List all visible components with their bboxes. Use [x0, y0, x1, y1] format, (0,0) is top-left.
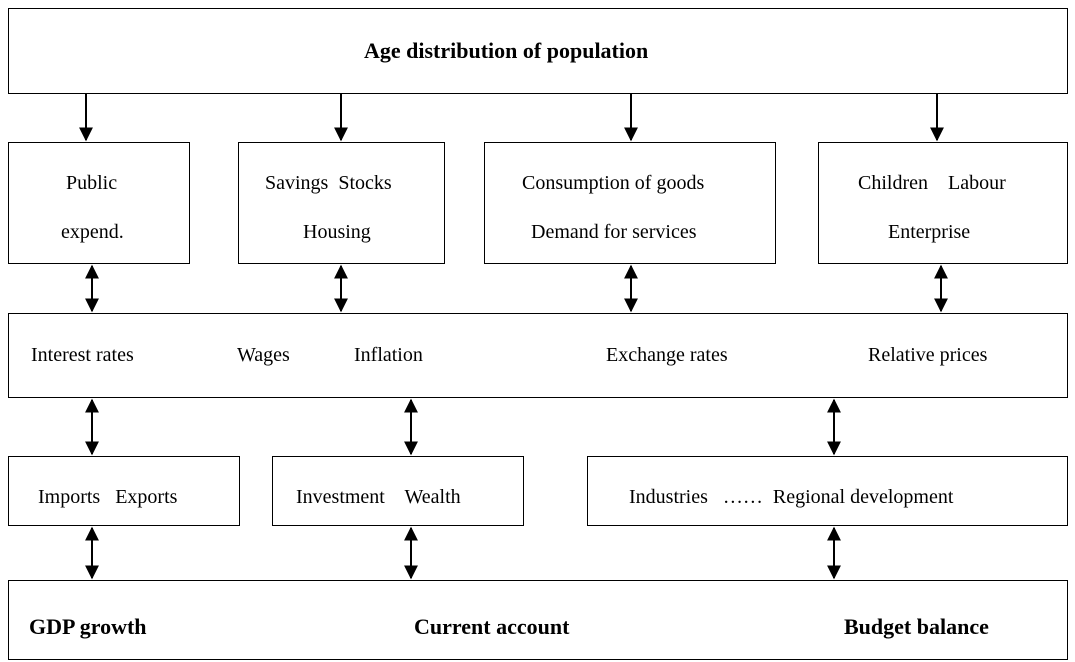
trade-label: Imports Exports [38, 486, 178, 508]
gdp-growth-label: GDP growth [29, 614, 147, 639]
box-public-expenditure [8, 142, 190, 264]
inflation-label: Inflation [354, 344, 423, 366]
relative-prices-label: Relative prices [868, 344, 988, 366]
prices-band [8, 313, 1068, 398]
title-box [8, 8, 1068, 94]
public-line2: expend. [61, 221, 124, 243]
box-industry [587, 456, 1068, 526]
exchange-rates-label: Exchange rates [606, 344, 728, 366]
box-labour [818, 142, 1068, 264]
consumption-line2: Demand for services [531, 221, 697, 243]
box-investment [272, 456, 524, 526]
labour-line1: Children Labour [858, 172, 1006, 194]
diagram-title: Age distribution of population [364, 38, 649, 63]
industry-label: Industries …… Regional development [629, 486, 954, 508]
box-savings [238, 142, 445, 264]
current-account-label: Current account [414, 614, 570, 639]
savings-line2: Housing [303, 221, 371, 243]
budget-balance-label: Budget balance [844, 614, 989, 639]
consumption-line1: Consumption of goods [522, 172, 705, 194]
savings-line1: Savings Stocks [265, 172, 392, 194]
outcomes-band [8, 580, 1068, 660]
box-trade [8, 456, 240, 526]
wages-label: Wages [237, 344, 290, 366]
box-consumption [484, 142, 776, 264]
public-line1: Public [66, 172, 118, 194]
interest-rates-label: Interest rates [31, 344, 134, 366]
labour-line2: Enterprise [888, 221, 971, 243]
investment-label: Investment Wealth [296, 486, 461, 508]
